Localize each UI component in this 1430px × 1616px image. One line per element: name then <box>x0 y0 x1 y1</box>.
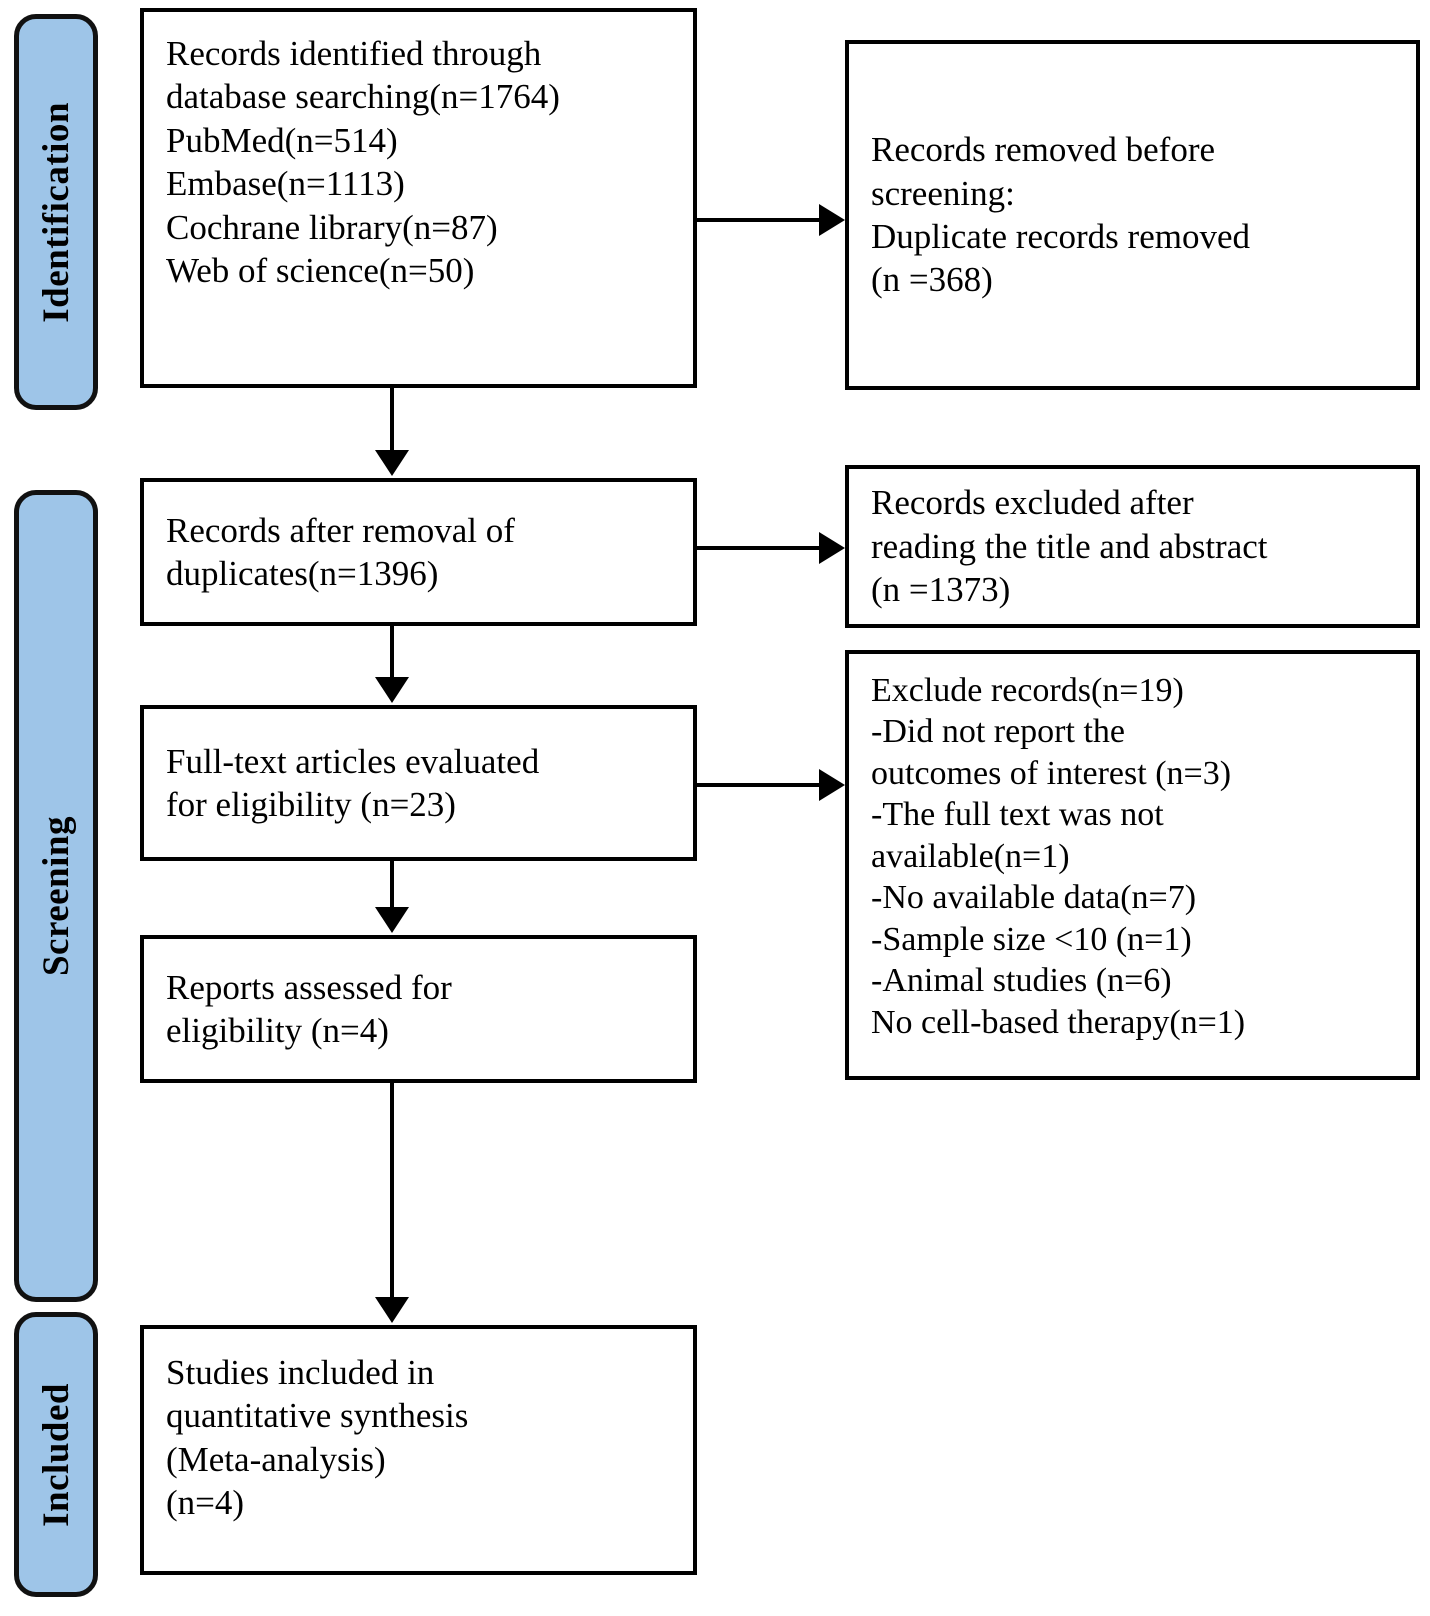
arrowhead-reports-to-included <box>375 1297 409 1323</box>
connector-fulltext-to-reports <box>390 861 394 909</box>
phase-bar-identification: Identification <box>14 14 98 410</box>
box-records-after-duplicates-text: Records after removal of duplicates(n=13… <box>166 510 515 593</box>
arrowhead-after-duplicates-to-excluded-ta <box>819 532 845 564</box>
phase-bar-included: Included <box>14 1312 98 1597</box>
box-records-excluded-fulltext-text: Exclude records(n=19) -Did not report th… <box>871 672 1246 1041</box>
connector-reports-to-included <box>390 1083 394 1299</box>
arrowhead-fulltext-to-reports <box>375 907 409 933</box>
connector-identified-to-after-duplicates <box>390 388 394 452</box>
arrowhead-identified-to-after-duplicates <box>375 450 409 476</box>
box-records-removed-before-screening: Records removed before screening: Duplic… <box>845 40 1420 390</box>
box-studies-included-text: Studies included in quantitative synthes… <box>166 1353 469 1523</box>
box-records-excluded-fulltext: Exclude records(n=19) -Did not report th… <box>845 650 1420 1080</box>
connector-fulltext-to-excluded-ft <box>697 783 819 787</box>
box-records-removed-before-screening-text: Records removed before screening: Duplic… <box>871 130 1251 300</box>
phase-label-screening: Screening <box>35 815 77 977</box>
box-fulltext-evaluated: Full-text articles evaluated for eligibi… <box>140 705 697 861</box>
box-fulltext-evaluated-text: Full-text articles evaluated for eligibi… <box>166 741 540 824</box>
box-records-after-duplicates: Records after removal of duplicates(n=13… <box>140 478 697 626</box>
connector-identified-to-removed <box>697 218 819 222</box>
box-records-identified-text: Records identified through database sear… <box>166 34 560 290</box>
phase-label-identification: Identification <box>35 101 77 323</box>
arrowhead-after-duplicates-to-fulltext <box>375 677 409 703</box>
box-records-excluded-title-abstract: Records excluded after reading the title… <box>845 465 1420 628</box>
box-records-excluded-title-abstract-text: Records excluded after reading the title… <box>871 483 1268 610</box>
phase-label-included: Included <box>35 1382 77 1527</box>
box-studies-included: Studies included in quantitative synthes… <box>140 1325 697 1575</box>
arrowhead-identified-to-removed <box>819 204 845 236</box>
box-reports-assessed: Reports assessed for eligibility (n=4) <box>140 935 697 1083</box>
arrowhead-fulltext-to-excluded-ft <box>819 769 845 801</box>
connector-after-duplicates-to-fulltext <box>390 626 394 679</box>
box-reports-assessed-text: Reports assessed for eligibility (n=4) <box>166 967 452 1050</box>
phase-bar-screening: Screening <box>14 490 98 1302</box>
box-records-identified: Records identified through database sear… <box>140 8 697 388</box>
connector-after-duplicates-to-excluded-ta <box>697 546 819 550</box>
